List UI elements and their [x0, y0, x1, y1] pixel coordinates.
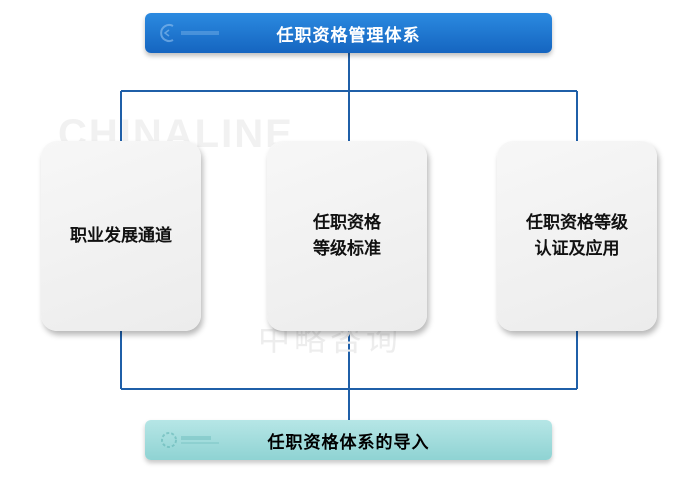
- logo-watermark-icon: [160, 24, 219, 42]
- box-grade-standard-line-1: 任职资格: [313, 213, 381, 233]
- top-banner-title: 任职资格管理体系: [276, 25, 421, 46]
- box-career-path-line-1: 职业发展通道: [70, 226, 172, 246]
- box-certification: 任职资格等级 认证及应用: [497, 141, 657, 331]
- box-certification-line-2: 认证及应用: [534, 239, 620, 259]
- bottom-banner-title: 任职资格体系的导入: [267, 432, 430, 453]
- box-certification-line-1: 任职资格等级: [526, 213, 628, 233]
- top-banner: 任职资格管理体系: [145, 13, 552, 53]
- logo-watermark-icon: [161, 432, 219, 448]
- bottom-banner: 任职资格体系的导入: [145, 420, 552, 460]
- box-grade-standard: 任职资格 等级标准: [267, 141, 427, 331]
- box-grade-standard-line-2: 等级标准: [313, 239, 381, 259]
- box-career-path: 职业发展通道: [41, 141, 201, 331]
